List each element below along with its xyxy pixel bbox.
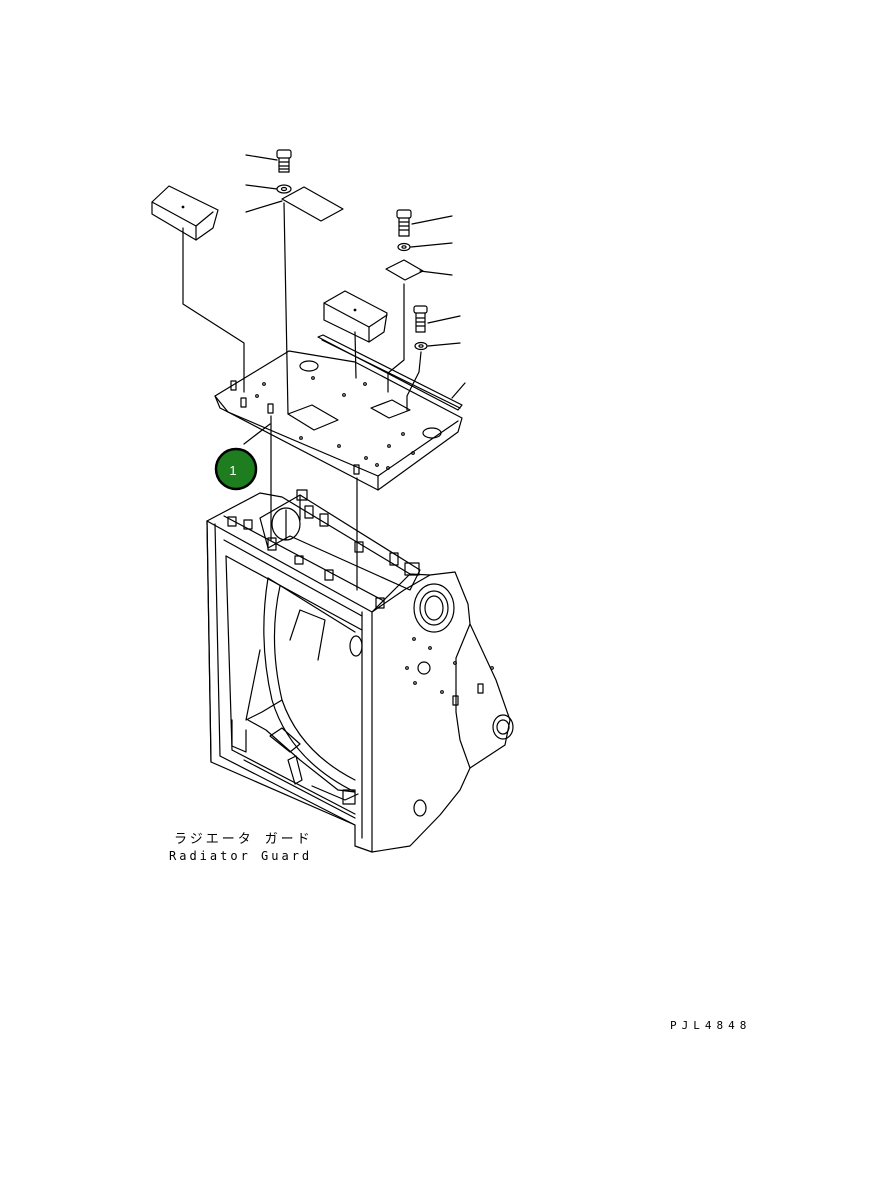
washer-top-right	[398, 243, 452, 251]
cover-plate	[215, 351, 462, 590]
caption-english: Radiator Guard	[169, 849, 313, 863]
callout-1-circle	[214, 447, 258, 491]
washer-top-left	[246, 185, 291, 193]
radiator-guard-frame	[207, 490, 513, 852]
callout-1-number: 1	[229, 463, 236, 478]
bolt-top-right	[397, 210, 452, 236]
drawing-code: PJL4848	[670, 1019, 752, 1032]
bolt-top-left	[246, 150, 291, 172]
washer-middle-right	[407, 343, 460, 411]
caption-japanese: ラジエータ ガード	[174, 832, 313, 847]
seal-strip	[318, 335, 465, 410]
plate-top-left	[246, 187, 343, 414]
plate-small-right	[386, 260, 452, 392]
bolt-middle-right	[414, 306, 460, 332]
cap-block-middle	[324, 291, 387, 378]
cap-block-left	[152, 186, 244, 392]
callout-1[interactable]: 1	[214, 447, 258, 491]
